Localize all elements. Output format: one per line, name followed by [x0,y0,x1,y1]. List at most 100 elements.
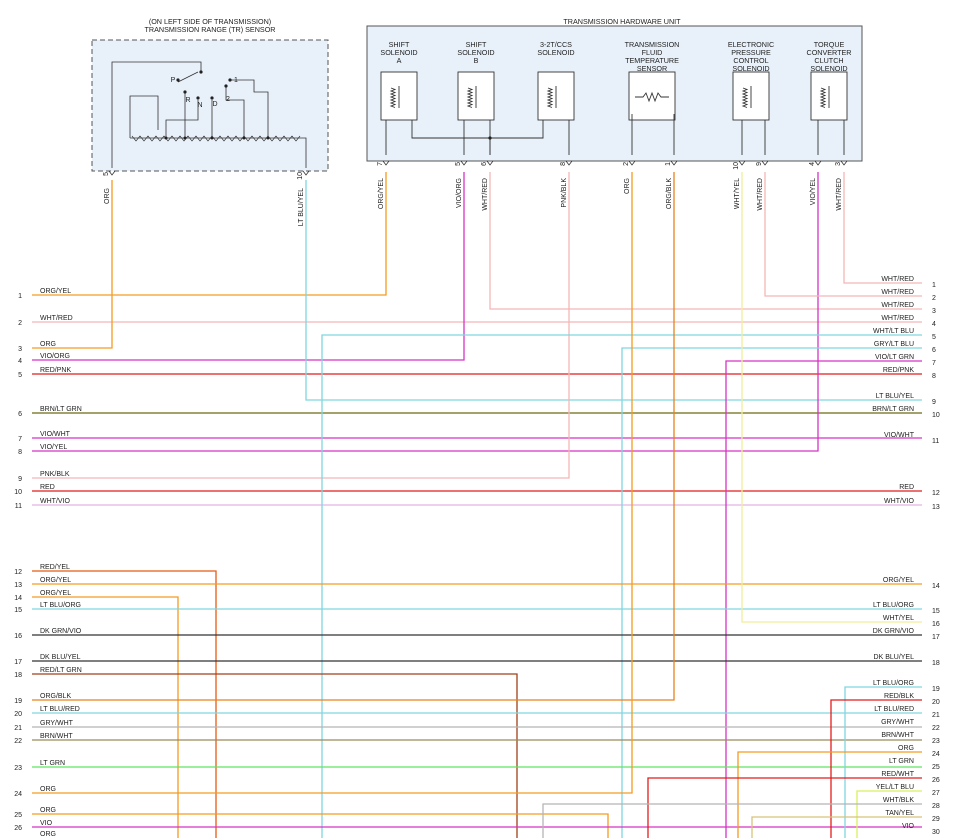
tr-position-label: P [171,77,176,84]
right-row-label: RED/PNK [883,367,914,374]
left-row-label: ORG/YEL [40,288,71,295]
thu-pin-number: 5 [455,162,462,166]
resistor-ladder [130,137,307,168]
selector-arm [177,71,199,83]
right-row-label: LT GRN [889,758,914,765]
thu-color-label: VIO/YEL [810,178,817,205]
left-row-label: LT BLU/RED [40,706,80,713]
right-row-number: 19 [932,686,940,693]
tr-pin-number: 10 [297,172,304,180]
left-row-label: VIO/ORG [40,353,70,360]
temp-sensor-symbol [628,71,676,121]
junction-dot [164,136,168,140]
left-row-label: GRY/WHT [40,720,74,727]
left-row-number: 20 [14,711,22,718]
contact-dot [228,78,232,82]
switch-trace [111,61,202,168]
right-row-number: 9 [932,399,936,406]
thu-color-label: ORG/BLK [666,178,673,209]
tr-position-label: N [197,102,202,109]
thu-color-label: VIO/ORG [456,178,463,208]
right-row-label: WHT/VIO [884,498,914,505]
left-row-label: ORG [40,341,56,348]
tr-sensor-title: (ON LEFT SIDE OF TRANSMISSION)TRANSMISSI… [145,17,276,34]
wire-vio-lt-grn [725,360,922,838]
contact-dot [210,96,214,100]
right-row-label: BRN/WHT [881,732,914,739]
left-row-number: 15 [14,607,22,614]
right-row-number: 21 [932,712,940,719]
right-row-number: 13 [932,504,940,511]
junction-dot [266,136,270,140]
right-row-label: DK BLU/YEL [874,654,915,661]
thu-pin-number: 8 [560,162,567,166]
right-row-number: 8 [932,373,936,380]
left-row-number: 25 [14,812,22,819]
right-row-label: ORG/YEL [883,577,914,584]
left-row-number: 11 [15,503,22,510]
contact-dot [199,70,203,74]
right-row-label: GRY/LT BLU [874,341,914,348]
right-row-number: 11 [932,438,939,445]
wire-red-wht [647,777,922,838]
right-row-number: 30 [932,829,940,836]
left-row-number: 18 [14,672,22,679]
wire-org-yel [32,596,179,838]
left-row-label: BRN/LT GRN [40,406,82,413]
junction-dot [183,136,187,140]
right-row-number: 17 [932,634,940,641]
wire-org [32,813,609,838]
right-row-label: LT BLU/ORG [873,602,914,609]
junction-dot [242,136,246,140]
right-row-number: 3 [932,308,936,315]
wire-vio-org [32,172,465,361]
right-row-number: 10 [932,412,940,419]
junction-dot [488,136,492,140]
left-row-label: VIO [40,820,53,827]
switch-trace [129,95,159,138]
left-row-number: 3 [18,346,22,353]
switch-trace [230,79,269,138]
thu-color-label: ORG [624,178,631,194]
right-row-label: VIO [902,823,915,830]
wire-org [737,751,922,838]
left-row-label: PNK/BLK [40,471,70,478]
left-row-label: VIO/YEL [40,444,67,451]
contact-dot [183,90,187,94]
left-row-label: BRN/WHT [40,733,73,740]
right-row-number: 22 [932,725,940,732]
left-row-number: 26 [14,825,22,832]
right-row-number: 5 [932,334,936,341]
thu-pin-number: 3 [835,162,842,166]
left-row-number: 21 [14,725,22,732]
thu-color-label: WHT/RED [757,178,764,211]
wire-org-yel [32,172,387,296]
left-row-label: ORG [40,786,56,793]
wire-lt-blu-org [844,686,922,838]
right-row-label: WHT/RED [881,315,914,322]
right-row-label: VIO/WHT [884,432,915,439]
right-row-label: TAN/YEL [885,810,914,817]
wire-red-lt-grn [32,673,518,838]
right-row-number: 1 [932,282,936,289]
right-row-number: 27 [932,790,940,797]
right-row-label: VIO/LT GRN [875,354,914,361]
tr-position-label: D [212,101,217,108]
wire-org [32,172,633,794]
thu-box [366,25,863,162]
wire-red-blk [830,699,922,838]
coil-icon [741,87,749,108]
right-row-label: LT BLU/YEL [876,393,914,400]
left-row-label: ORG/YEL [40,577,71,584]
coil-icon [466,87,474,108]
connector-pin-icon [738,160,746,166]
contact-dot [176,78,180,82]
left-row-number: 13 [14,582,22,589]
left-row-label: ORG [40,807,56,814]
right-row-label: WHT/LT BLU [873,328,914,335]
connector-pin-icon [670,160,678,166]
left-row-label: LT GRN [40,760,65,767]
